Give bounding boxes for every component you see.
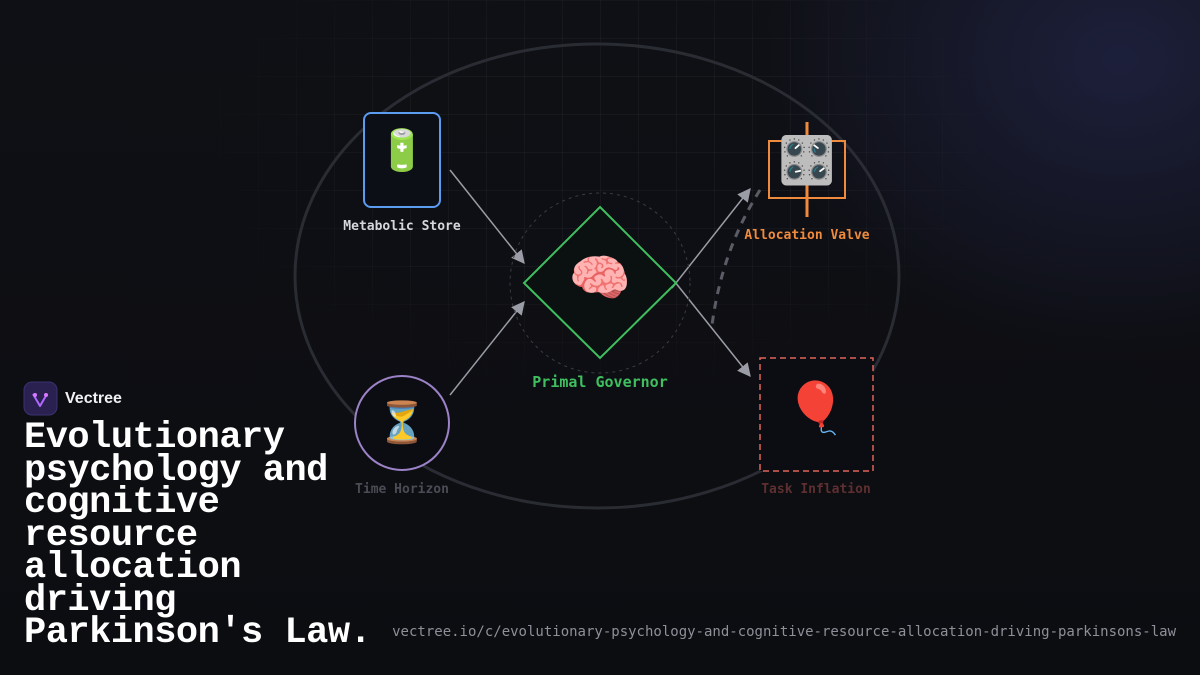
page-title: Evolutionary psychology and cognitive re… [24,417,372,654]
head-outline [293,42,901,510]
arrow-time-to-governor [449,300,525,396]
brain-icon: 🧠 [568,249,632,307]
control-knobs-icon: 🎛️ [778,133,836,187]
balloon-icon: 🎈 [784,379,848,437]
allocation-valve-label: Allocation Valve [744,228,870,243]
metabolic-store-label: Metabolic Store [343,219,461,234]
time-horizon-label: Time Horizon [355,482,449,497]
governor-halo [509,192,691,374]
arrow-governor-to-valve [671,187,751,289]
metabolic-store-node[interactable] [363,112,441,208]
primal-governor-label: Primal Governor [532,373,668,391]
primal-governor-node[interactable] [522,205,678,360]
task-inflation-node[interactable] [759,357,874,472]
feedback-arc [710,189,762,326]
vectree-logo-icon [23,381,58,416]
arrow-governor-to-inflation [674,281,751,378]
brand: Vectree [24,382,122,415]
time-horizon-node[interactable] [354,375,450,471]
hourglass-icon: ⏳ [377,400,427,446]
battery-icon: 🔋 [377,128,427,174]
task-inflation-label: Task Inflation [761,482,871,497]
source-url[interactable]: vectree.io/c/evolutionary-psychology-and… [392,624,1176,640]
arrow-metabolic-to-governor [449,169,525,265]
brand-name: Vectree [65,389,122,407]
